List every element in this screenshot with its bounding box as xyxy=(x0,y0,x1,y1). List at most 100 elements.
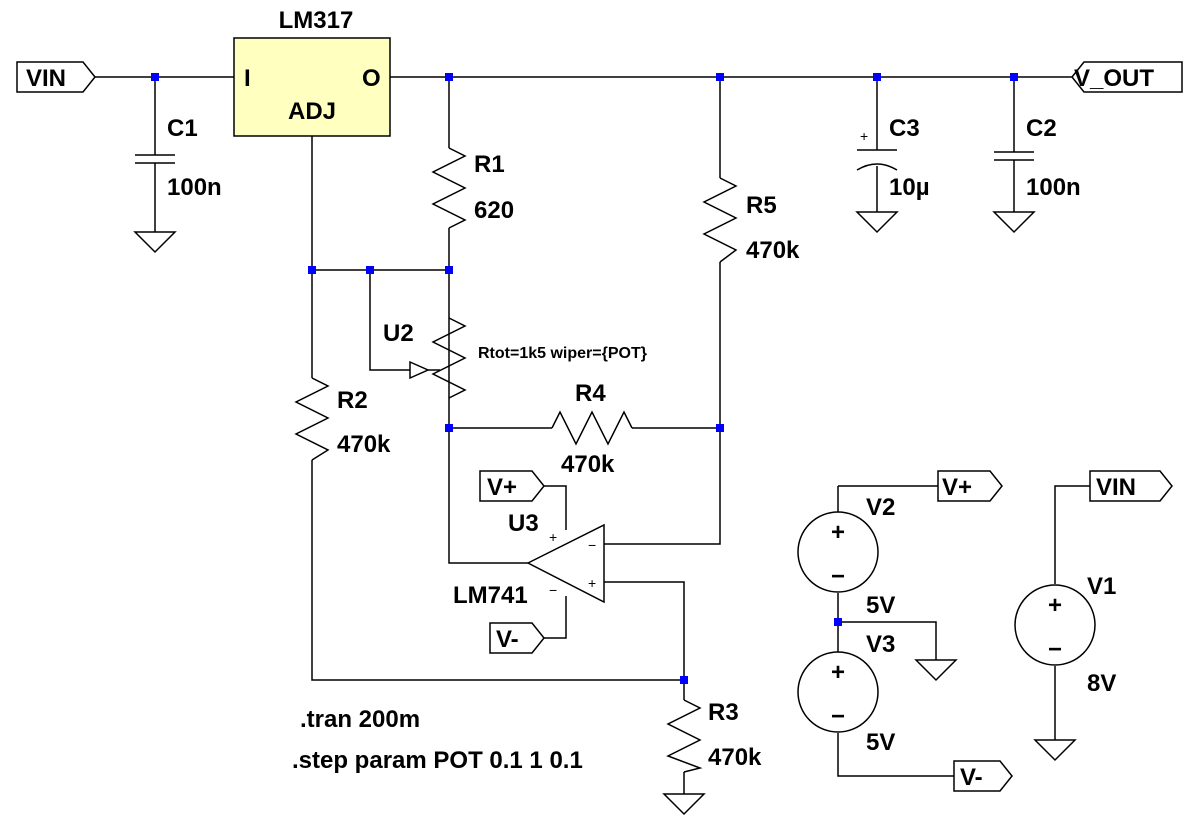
junction-dot xyxy=(151,73,159,81)
component-name: R1 xyxy=(474,151,505,178)
plus-symbol: + xyxy=(831,659,845,686)
wiper-arrow xyxy=(409,360,430,380)
component-value: 100n xyxy=(167,174,222,201)
wire-v1 xyxy=(1054,485,1090,740)
wire-v2-top xyxy=(837,485,938,512)
regulator-pin-out: O xyxy=(362,65,381,92)
resistor-r4[interactable]: R4 470k xyxy=(551,380,633,478)
net-label-text: V- xyxy=(496,626,519,653)
component-name: C1 xyxy=(167,115,198,142)
wire-wiper xyxy=(369,270,410,371)
junction-dot xyxy=(445,73,453,81)
junction-dot xyxy=(716,73,724,81)
component-name: R3 xyxy=(708,699,739,726)
junction-dot xyxy=(366,266,374,274)
net-label-vin-left[interactable]: VIN xyxy=(16,61,96,93)
net-label-vminus-opamp[interactable]: V- xyxy=(489,622,545,654)
ground-r3 xyxy=(662,793,706,816)
opamp-body xyxy=(526,523,605,604)
lm317-regulator[interactable]: LM317 I O ADJ xyxy=(233,7,391,137)
wire-opamp-vplus xyxy=(544,485,567,530)
minus-symbol: − xyxy=(831,703,845,730)
net-label-vplus-supply[interactable]: V+ xyxy=(937,470,1003,502)
net-label-vplus-opamp[interactable]: V+ xyxy=(479,470,545,502)
regulator-part-label: LM317 xyxy=(279,7,354,34)
ground-symbols xyxy=(133,211,1077,816)
component-value: 470k xyxy=(337,431,391,458)
component-value: 5V xyxy=(866,592,895,619)
component-value: 10µ xyxy=(889,174,930,201)
potentiometer-u2[interactable]: U2 Rtot=1k5 wiper={POT} xyxy=(383,317,647,399)
capacitor-c2[interactable]: C2 100n xyxy=(994,115,1081,201)
wire-opamp-out xyxy=(448,398,528,564)
wire-opamp-vminus xyxy=(544,596,567,639)
opamp-u3[interactable]: − + + − U3 LM741 xyxy=(453,510,605,609)
plus-symbol: + xyxy=(1048,592,1062,619)
ground-v3 xyxy=(914,659,958,682)
component-name: C3 xyxy=(889,115,920,142)
component-value: 5V xyxy=(866,729,895,756)
ground-c3 xyxy=(855,211,899,234)
ground-c2 xyxy=(992,211,1036,234)
wire-v3-bottom xyxy=(837,733,954,777)
component-value: 470k xyxy=(746,237,800,264)
opamp-pin-inv: − xyxy=(588,537,596,553)
opamp-pin-supply-pos: + xyxy=(549,529,557,545)
junction-dot xyxy=(716,424,724,432)
capacitor-c3[interactable]: + C3 10µ xyxy=(856,115,930,201)
junction-dot xyxy=(445,266,453,274)
minus-symbol: − xyxy=(1048,636,1062,663)
component-value: 470k xyxy=(708,744,762,771)
wire-opamp-plus xyxy=(604,581,685,794)
resistor-r1[interactable]: R1 620 xyxy=(431,147,514,229)
opamp-pin-supply-neg: − xyxy=(549,582,557,598)
component-name: R4 xyxy=(575,380,606,407)
component-name: V3 xyxy=(866,631,895,658)
polarity-mark: + xyxy=(860,128,868,144)
resistor-r3[interactable]: R3 470k xyxy=(666,699,762,773)
resistor-r5[interactable]: R5 470k xyxy=(702,177,800,264)
minus-symbol: − xyxy=(831,563,845,590)
directive-tran: .tran 200m xyxy=(300,706,420,733)
component-value: 100n xyxy=(1026,174,1081,201)
voltage-source-v1[interactable]: + − V1 8V xyxy=(1014,573,1116,697)
directive-step: .step param POT 0.1 1 0.1 xyxy=(292,747,583,774)
wire-adj xyxy=(311,136,684,681)
junction-dot xyxy=(1010,73,1018,81)
regulator-pin-in: I xyxy=(244,65,251,92)
net-label-text: V+ xyxy=(487,474,517,501)
junction-dot xyxy=(445,424,453,432)
component-value: 620 xyxy=(474,197,514,224)
opamp-pin-noninv: + xyxy=(588,575,596,591)
net-label-vin-right[interactable]: VIN xyxy=(1089,470,1173,502)
regulator-pin-adj: ADJ xyxy=(288,98,336,125)
junction-dot xyxy=(680,676,688,684)
wires xyxy=(95,76,1090,794)
component-name: R5 xyxy=(746,192,777,219)
component-name: R2 xyxy=(337,387,368,414)
component-value: LM741 xyxy=(453,582,528,609)
component-name: V2 xyxy=(866,494,895,521)
spice-directives: .tran 200m .step param POT 0.1 1 0.1 xyxy=(292,706,583,774)
net-label-vout[interactable]: V_OUT xyxy=(1071,61,1183,93)
junction-dot xyxy=(308,266,316,274)
voltage-source-v3[interactable]: + − V3 5V xyxy=(797,631,895,756)
component-name: V1 xyxy=(1087,573,1116,600)
ground-c1 xyxy=(133,231,177,254)
regulator-body xyxy=(233,37,391,137)
component-name: C2 xyxy=(1026,115,1057,142)
net-label-vminus-supply[interactable]: V- xyxy=(953,760,1013,792)
junction-dot xyxy=(873,73,881,81)
resistor-r2[interactable]: R2 470k xyxy=(294,377,391,461)
net-label-text: V+ xyxy=(942,474,972,501)
capacitor-c1[interactable]: C1 100n xyxy=(135,115,222,201)
wire-r5 xyxy=(604,77,721,545)
voltage-source-v2[interactable]: + − V2 5V xyxy=(797,494,895,619)
ground-v1 xyxy=(1033,739,1077,762)
net-label-text: VIN xyxy=(26,65,66,92)
component-name: U3 xyxy=(508,510,539,537)
plus-symbol: + xyxy=(831,519,845,546)
net-label-text: V- xyxy=(960,764,983,791)
net-label-text: VIN xyxy=(1096,474,1136,501)
